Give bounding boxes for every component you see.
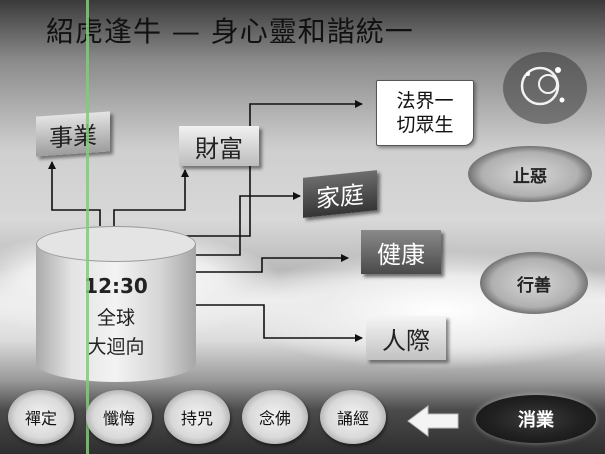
- do-good-button[interactable]: 行善: [480, 252, 588, 314]
- career-box: 事業: [36, 111, 110, 157]
- eliminate-karma-button[interactable]: 消業: [476, 395, 596, 443]
- wealth-box: 財富: [179, 126, 259, 166]
- all-beings-box: 法界一 切眾生: [376, 80, 474, 146]
- relationships-box: 人際: [366, 316, 446, 360]
- slide-title: 紹虎逢牛 — 身心靈和諧統一: [46, 15, 414, 48]
- dedication-label-global: 全球: [96, 307, 135, 329]
- all-beings-line-2: 切眾生: [396, 114, 454, 136]
- mantra-button[interactable]: 持咒: [164, 390, 230, 444]
- dedication-time: 12:30: [84, 274, 148, 298]
- arrow-to-all-beings: [183, 100, 363, 237]
- sutra-chanting-button[interactable]: 誦經: [320, 390, 386, 444]
- family-box: 家庭: [303, 170, 377, 218]
- arrow-to-relationships: [180, 304, 363, 342]
- decorative-swirl-icon: [503, 52, 587, 124]
- buddha-recitation-button[interactable]: 念佛: [242, 390, 308, 444]
- repentance-button[interactable]: 懺悔: [86, 390, 152, 444]
- left-arrow-icon: [407, 405, 459, 437]
- stop-evil-button[interactable]: 止惡: [468, 146, 592, 202]
- health-box: 健康: [361, 230, 441, 274]
- arrow-to-family: [196, 192, 301, 256]
- arrow-to-wealth: [113, 169, 189, 226]
- arrow-to-health: [196, 254, 349, 273]
- all-beings-line-1: 法界一: [396, 90, 454, 112]
- meditation-button[interactable]: 禪定: [8, 390, 74, 444]
- dedication-label-merit: 大迴向: [87, 336, 145, 358]
- arrow-to-career: [48, 161, 101, 226]
- vertical-guide-line: [86, 0, 89, 454]
